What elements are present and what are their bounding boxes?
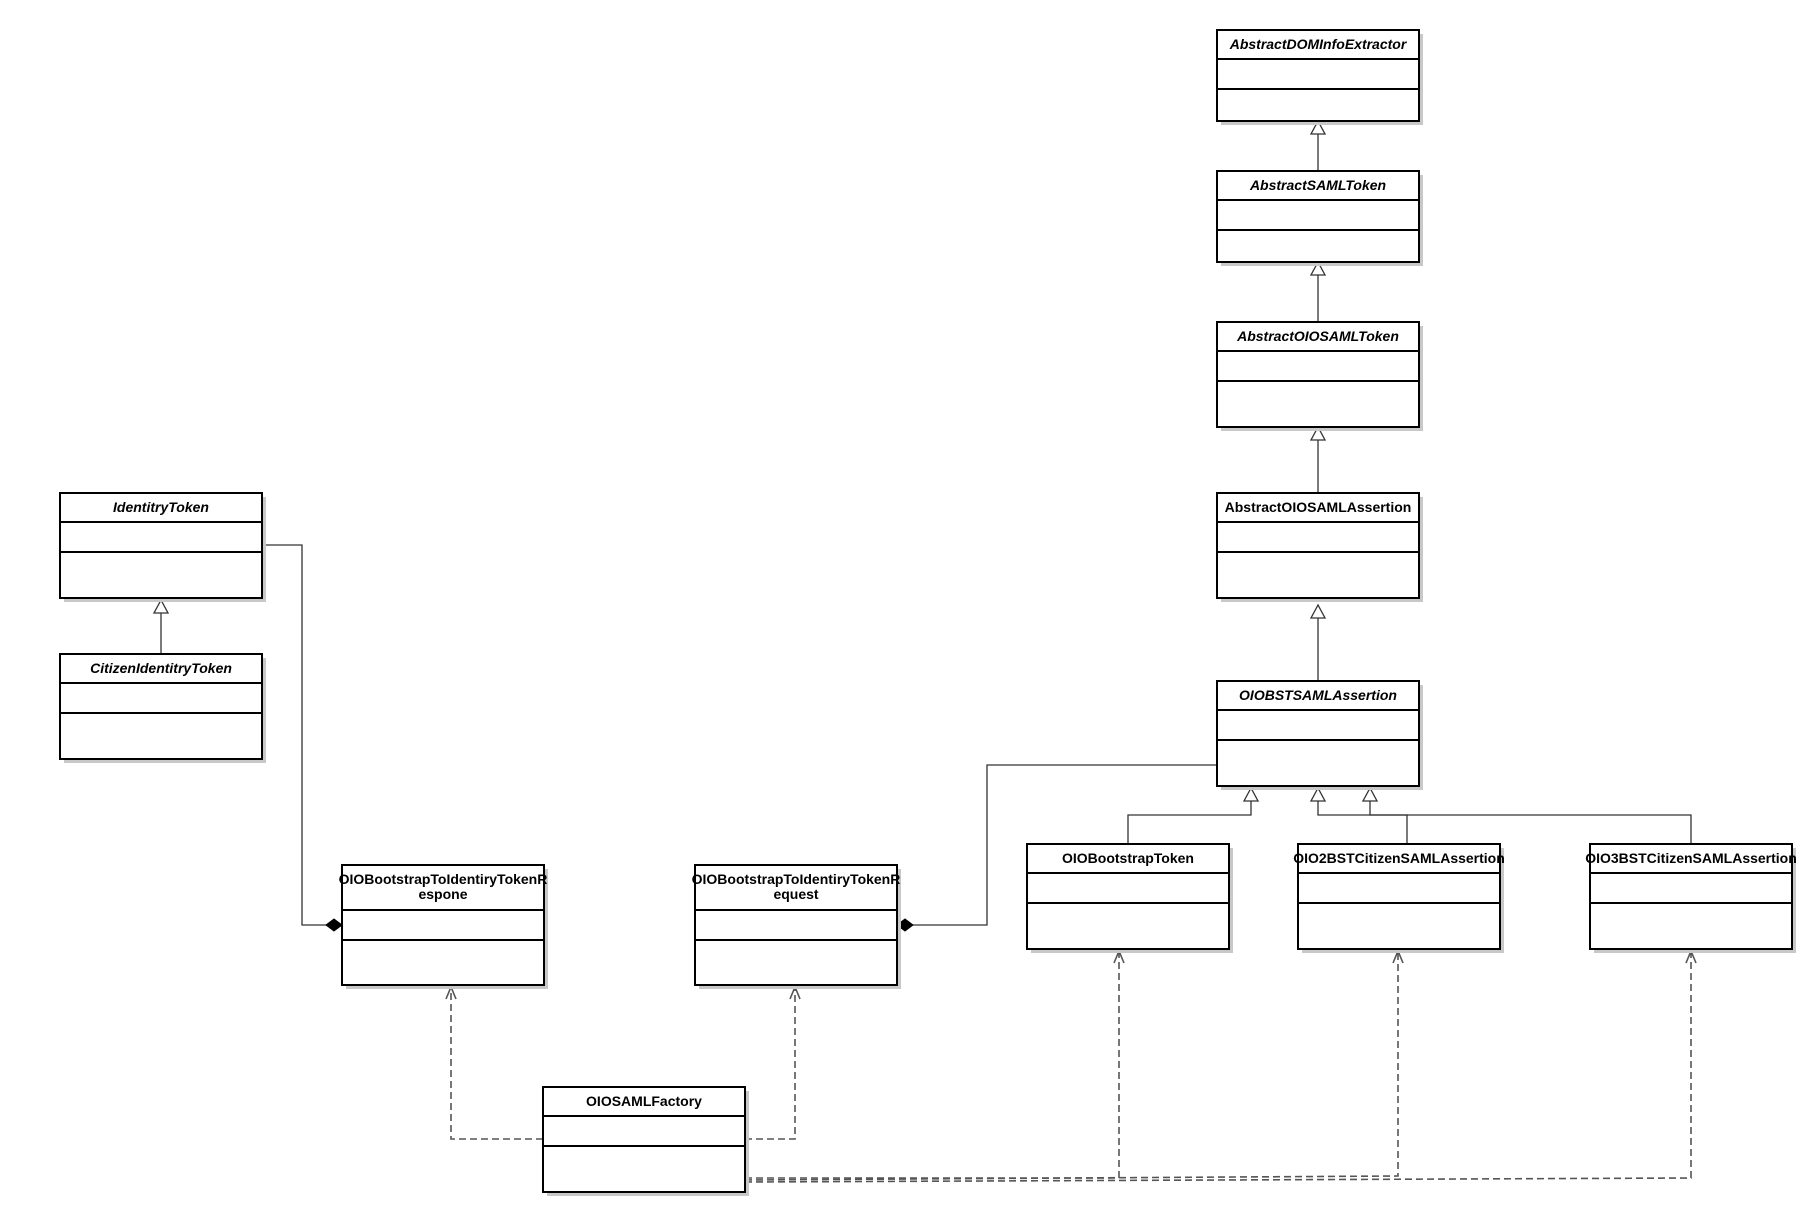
- relation-generalization: [1361, 786, 1692, 844]
- class-box[interactable]: [59, 492, 263, 599]
- relation-generalization: [1127, 786, 1260, 844]
- class-box[interactable]: [1589, 843, 1793, 950]
- class-oio-bst-saml-assertion[interactable]: OIOBSTSAMLAssertion: [1216, 680, 1423, 790]
- class-oio-saml-factory[interactable]: OIOSAMLFactory: [542, 1086, 749, 1196]
- relation-generalization: [1309, 260, 1327, 322]
- class-citizen-identity-token[interactable]: CitizenIdentitryToken: [59, 653, 266, 763]
- class-abstract-oio-saml-assertion[interactable]: AbstractOIOSAMLAssertion: [1216, 492, 1423, 602]
- class-abstract-saml-token[interactable]: AbstractSAMLToken: [1216, 170, 1423, 266]
- class-box[interactable]: [542, 1086, 746, 1193]
- class-name: CitizenIdentitryToken: [90, 660, 232, 676]
- composition-line: [897, 764, 1217, 926]
- class-name-line: espone: [418, 886, 467, 902]
- class-box[interactable]: [341, 864, 545, 986]
- class-oio-bootstrap-token[interactable]: OIOBootstrapToken: [1026, 843, 1233, 953]
- dependency-line: [744, 951, 1399, 1181]
- generalization-arrowhead: [1309, 260, 1327, 276]
- class-name: OIOBSTSAMLAssertion: [1239, 687, 1397, 703]
- relation-generalization: [1309, 786, 1408, 844]
- class-name: IdentitryToken: [113, 499, 209, 515]
- generalization-arrowhead: [1242, 786, 1260, 802]
- class-box[interactable]: [59, 653, 263, 760]
- relation-generalization: [1309, 603, 1327, 681]
- dependency-line: [744, 951, 1692, 1183]
- class-box[interactable]: [1216, 321, 1420, 428]
- generalization-arrowhead: [152, 598, 170, 614]
- diagram-classes: AbstractDOMInfoExtractorAbstractSAMLToke…: [59, 29, 1797, 1196]
- generalization-arrowhead: [1309, 786, 1327, 802]
- class-box[interactable]: [1216, 29, 1420, 122]
- class-name-line: OIOBootstrapToIdentiryTokenR: [692, 871, 901, 887]
- class-name: OIOSAMLFactory: [586, 1093, 702, 1109]
- class-name: OIOBootstrapToken: [1062, 850, 1194, 866]
- dependency-line: [450, 987, 543, 1140]
- class-name: OIO2BSTCitizenSAMLAssertion: [1293, 850, 1505, 866]
- diagram-relations: [152, 119, 1697, 1183]
- generalization-arrowhead: [1309, 425, 1327, 441]
- class-oio2-bst-citizen-saml-assertion[interactable]: OIO2BSTCitizenSAMLAssertion: [1293, 843, 1505, 953]
- class-box[interactable]: [1216, 170, 1420, 263]
- class-name-line: equest: [773, 886, 818, 902]
- relation-generalization: [1309, 425, 1327, 493]
- class-abstract-oio-saml-token[interactable]: AbstractOIOSAMLToken: [1216, 321, 1423, 431]
- generalization-arrowhead: [1361, 786, 1379, 802]
- class-abstract-dom-info-extractor[interactable]: AbstractDOMInfoExtractor: [1216, 29, 1423, 125]
- class-name: AbstractSAMLToken: [1249, 177, 1386, 193]
- dependency-line: [745, 987, 796, 1140]
- class-name-line: OIOBootstrapToIdentiryTokenR: [339, 871, 548, 887]
- class-box[interactable]: [1216, 680, 1420, 787]
- class-box[interactable]: [694, 864, 898, 986]
- relation-composition: [262, 544, 343, 932]
- generalization-arrowhead: [1309, 119, 1327, 135]
- class-identity-token[interactable]: IdentitryToken: [59, 492, 266, 602]
- relation-generalization: [1309, 119, 1327, 171]
- generalization-line: [1317, 788, 1408, 844]
- relation-generalization: [152, 598, 170, 654]
- composition-diamond: [325, 918, 343, 932]
- class-name: AbstractOIOSAMLAssertion: [1225, 499, 1412, 515]
- composition-line: [262, 544, 342, 926]
- class-name: AbstractDOMInfoExtractor: [1229, 36, 1408, 52]
- class-name: OIO3BSTCitizenSAMLAssertion: [1585, 850, 1797, 866]
- class-box[interactable]: [1026, 843, 1230, 950]
- class-oio3-bst-citizen-saml-assertion[interactable]: OIO3BSTCitizenSAMLAssertion: [1585, 843, 1797, 953]
- relation-dependency: [445, 984, 543, 1140]
- class-box[interactable]: [1216, 492, 1420, 599]
- relation-dependency: [745, 984, 801, 1140]
- generalization-line: [1369, 788, 1692, 844]
- generalization-arrowhead: [1309, 603, 1327, 619]
- class-box[interactable]: [1297, 843, 1501, 950]
- generalization-line: [1127, 788, 1252, 844]
- class-name: AbstractOIOSAMLToken: [1236, 328, 1399, 344]
